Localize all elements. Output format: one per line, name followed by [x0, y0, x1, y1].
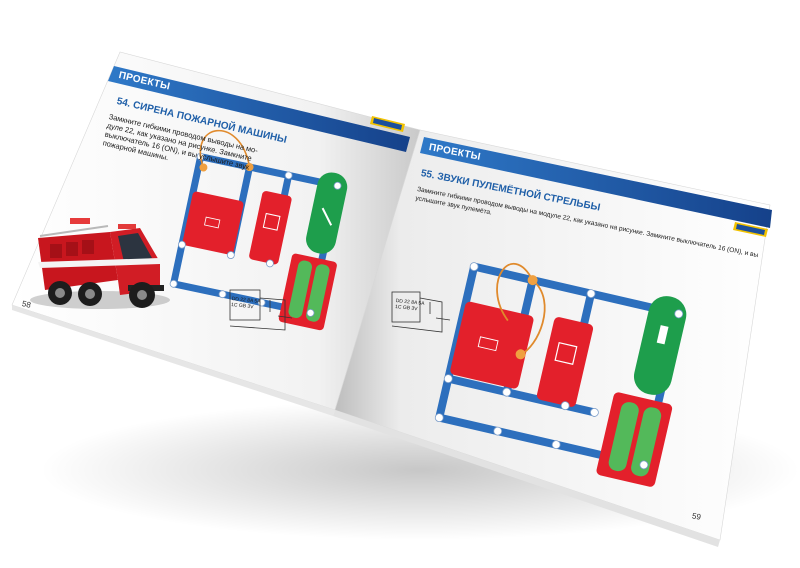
right-header-band	[420, 137, 772, 228]
switch-module	[306, 172, 348, 254]
module-22	[182, 191, 244, 255]
right-schematic	[391, 291, 451, 333]
left-page-number: 58	[21, 299, 32, 310]
brand-logo-right	[733, 222, 768, 237]
left-schematic	[229, 289, 293, 331]
fire-truck-image	[30, 218, 170, 309]
schematic-label: 3V	[247, 303, 254, 311]
schematic-label: 3V	[411, 305, 418, 313]
schematic-label: GB	[402, 304, 411, 312]
switch-module-right	[633, 296, 687, 395]
schematic-label: 1C	[230, 301, 238, 309]
schematic-label: GB	[238, 302, 247, 310]
right-circuit-board	[434, 262, 687, 487]
speaker-module	[249, 191, 292, 265]
left-header-band	[108, 66, 410, 152]
schematic-label: 1C	[394, 303, 402, 311]
module-22-right	[450, 301, 534, 389]
brand-logo-left	[370, 116, 405, 132]
right-page-number: 59	[691, 511, 702, 522]
schematic-label: 5A	[418, 300, 425, 307]
schematic-label: 5A	[254, 298, 261, 305]
left-circuit-board	[169, 129, 348, 331]
